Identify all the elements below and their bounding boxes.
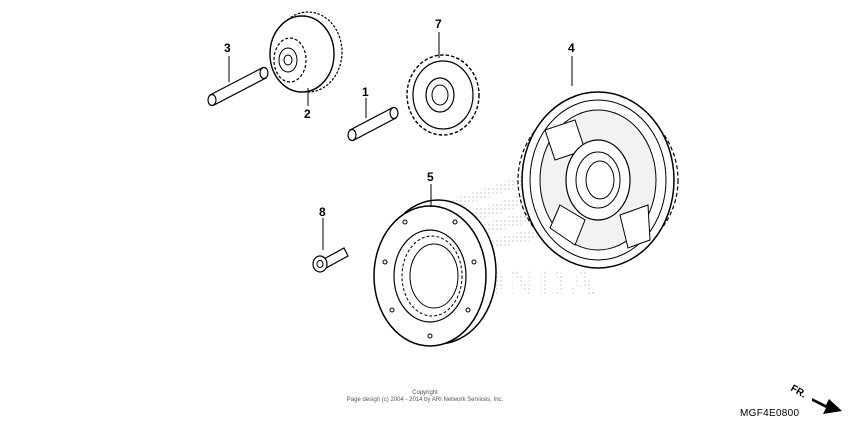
shaft-part-3[interactable] [207, 66, 269, 107]
callout-part-7: 7 [435, 17, 442, 31]
reduction-gear-part-2[interactable] [269, 11, 343, 93]
callout-part-3: 3 [224, 41, 231, 55]
gear-part-7[interactable] [406, 54, 480, 136]
bolt-part-8[interactable] [312, 247, 349, 273]
callout-lines [228, 32, 573, 250]
copyright-line-2: Page design (c) 2004 - 2014 by ARI Netwo… [346, 397, 504, 403]
copyright-line-1: Copyright [412, 390, 438, 396]
callout-part-8: 8 [319, 205, 326, 219]
callout-part-5: 5 [427, 170, 434, 184]
diagram-code: MGF4E0800 [740, 408, 800, 419]
callout-part-1: 1 [362, 85, 369, 99]
one-way-clutch-part-5[interactable] [373, 199, 497, 347]
callout-part-4: 4 [568, 41, 575, 55]
callout-part-2: 2 [304, 107, 311, 121]
starter-clutch-gear-part-4[interactable] [517, 91, 679, 269]
front-arrow-icon [812, 398, 842, 414]
shaft-part-1[interactable] [347, 106, 399, 142]
front-direction-label: FR. [789, 383, 809, 401]
